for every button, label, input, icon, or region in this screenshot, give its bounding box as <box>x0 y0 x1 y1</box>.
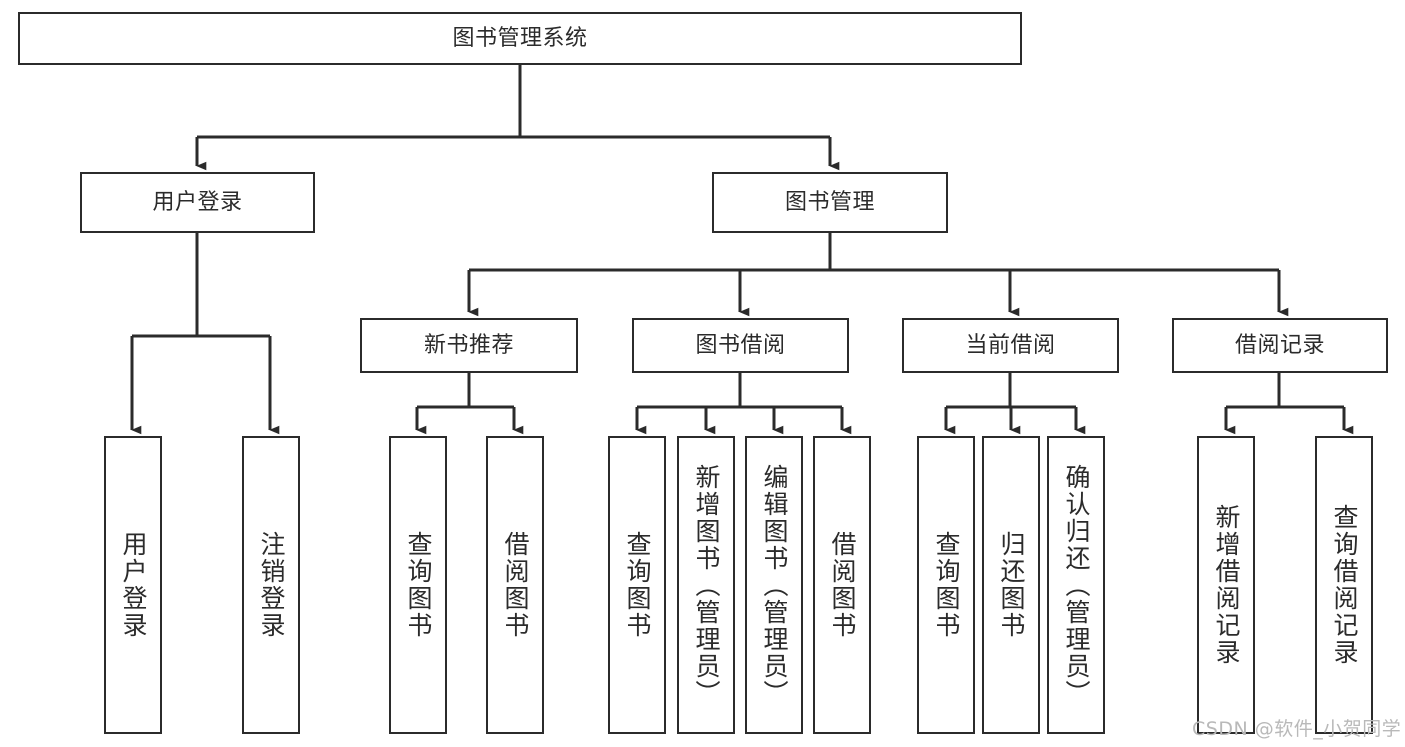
leaf-recommend-borrow-book[interactable]: 借阅图书 <box>486 436 544 734</box>
node-label: 查询图书 <box>404 531 433 639</box>
node-label: 新增图书（管理员） <box>692 463 721 707</box>
node-label: 新增借阅记录 <box>1212 504 1241 666</box>
node-borrow-record[interactable]: 借阅记录 <box>1172 318 1388 373</box>
node-label: 编辑图书（管理员） <box>760 463 789 707</box>
leaf-recommend-query-book[interactable]: 查询图书 <box>389 436 447 734</box>
node-label: 当前借阅 <box>965 332 1056 358</box>
node-book-management[interactable]: 图书管理 <box>712 172 948 233</box>
node-label: 借阅图书 <box>501 531 530 639</box>
node-label: 借阅记录 <box>1234 332 1325 358</box>
leaf-borrow-borrow-book[interactable]: 借阅图书 <box>813 436 871 734</box>
node-label: 图书借阅 <box>695 332 786 358</box>
leaf-current-confirm-return-admin[interactable]: 确认归还（管理员） <box>1047 436 1105 734</box>
node-label: 查询图书 <box>623 531 652 639</box>
csdn-watermark: CSDN @软件_小贺同学 <box>1192 718 1402 740</box>
node-current-borrow[interactable]: 当前借阅 <box>902 318 1119 373</box>
leaf-record-query-record[interactable]: 查询借阅记录 <box>1315 436 1373 734</box>
node-book-borrow[interactable]: 图书借阅 <box>632 318 849 373</box>
leaf-user-login-login[interactable]: 用户登录 <box>104 436 162 734</box>
node-label: 新书推荐 <box>423 332 514 358</box>
leaf-record-add-record[interactable]: 新增借阅记录 <box>1197 436 1255 734</box>
node-user-login[interactable]: 用户登录 <box>80 172 315 233</box>
leaf-borrow-add-book-admin[interactable]: 新增图书（管理员） <box>677 436 735 734</box>
node-label: 图书管理系统 <box>452 25 588 51</box>
leaf-current-return-book[interactable]: 归还图书 <box>982 436 1040 734</box>
node-label: 借阅图书 <box>828 531 857 639</box>
node-label: 归还图书 <box>997 531 1026 639</box>
node-label: 用户登录 <box>152 189 243 215</box>
node-label: 图书管理 <box>784 189 875 215</box>
node-root-system[interactable]: 图书管理系统 <box>18 12 1022 65</box>
node-label: 用户登录 <box>119 531 148 639</box>
leaf-user-login-logout[interactable]: 注销登录 <box>242 436 300 734</box>
leaf-current-query-book[interactable]: 查询图书 <box>917 436 975 734</box>
leaf-borrow-edit-book-admin[interactable]: 编辑图书（管理员） <box>745 436 803 734</box>
leaf-borrow-query-book[interactable]: 查询图书 <box>608 436 666 734</box>
node-label: 确认归还（管理员） <box>1062 463 1091 707</box>
node-new-book-recommend[interactable]: 新书推荐 <box>360 318 578 373</box>
node-label: 查询借阅记录 <box>1330 504 1359 666</box>
node-label: 查询图书 <box>932 531 961 639</box>
node-label: 注销登录 <box>257 531 286 639</box>
